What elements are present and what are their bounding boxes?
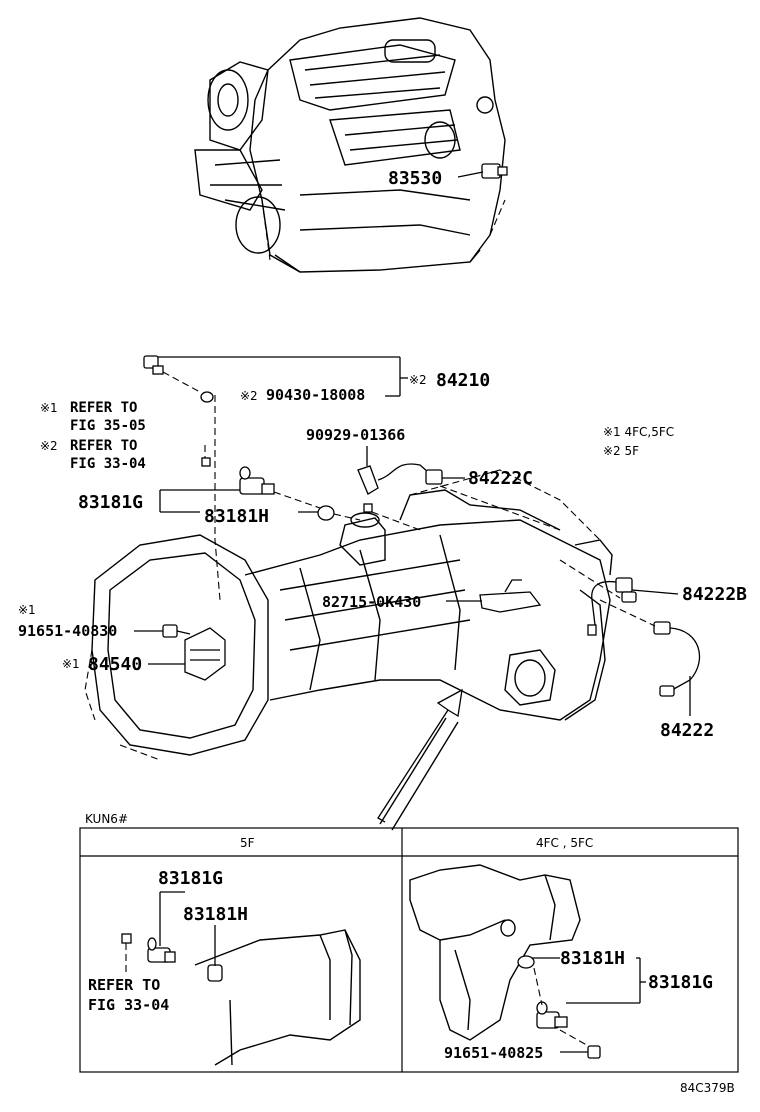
refer1-mark: ※1 — [40, 401, 58, 415]
part-label-90929: 90929-01366 — [306, 426, 405, 444]
inset-table — [79, 827, 739, 1073]
part-label-82715: 82715-0K430 — [322, 593, 421, 611]
inset-col-5F: 5F — [240, 836, 255, 850]
part-label-90430: 90430-18008 — [266, 386, 365, 404]
view-arrow — [377, 688, 463, 823]
bolt-refer2 — [201, 457, 211, 467]
part-label-84222C: 84222C — [468, 468, 533, 489]
mark-84540: ※1 — [62, 657, 80, 671]
mark-91651: ※1 — [18, 603, 36, 617]
switch-83181 — [159, 466, 361, 521]
part-label-83530: 83530 — [388, 168, 442, 189]
part-label-83181G: 83181G — [78, 492, 143, 513]
inset-title: KUN6# — [85, 812, 128, 826]
inset-right-91651-40825: 91651-40825 — [444, 1044, 543, 1062]
refer2-mark: ※2 — [40, 439, 58, 453]
inset-left-83181H: 83181H — [183, 904, 248, 925]
part-label-84210: 84210 — [436, 370, 490, 391]
inset-right-illustration — [409, 864, 646, 1059]
transmission-illustration — [84, 395, 613, 761]
sensor-84222B — [559, 559, 679, 636]
inset-left-illustration — [121, 891, 361, 1066]
legend-note1: ※1 4FC,5FC — [603, 425, 674, 439]
inset-left-refer-line1: REFER TO — [88, 976, 160, 994]
refer2-line2: FIG 33-04 — [70, 456, 146, 472]
mark-90430: ※2 — [240, 389, 258, 403]
sensor-84210 — [143, 355, 408, 403]
engine-illustration — [194, 17, 508, 273]
part-label-84222: 84222 — [660, 720, 714, 741]
refer1-line1: REFER TO — [70, 400, 137, 416]
inset-col-4FC-5FC: 4FC , 5FC — [536, 836, 593, 850]
part-label-83181H: 83181H — [204, 506, 269, 527]
inset-left-83181G: 83181G — [158, 868, 223, 889]
sensor-84222 — [599, 599, 701, 716]
figure-id: 84C379B — [680, 1081, 735, 1095]
sensor-84222C — [357, 446, 561, 531]
legend-note2: ※2 5F — [603, 444, 639, 458]
part-label-84222B: 84222B — [682, 584, 747, 605]
mark-84210: ※2 — [409, 373, 427, 387]
part-label-84540: 84540 — [88, 654, 142, 675]
refer1-line2: FIG 35-05 — [70, 418, 146, 434]
inset-left-refer-line2: FIG 33-04 — [88, 996, 169, 1014]
inset-right-83181G: 83181G — [648, 972, 713, 993]
part-label-91651-40830: 91651-40830 — [18, 622, 117, 640]
refer2-line1: REFER TO — [70, 438, 137, 454]
inset-right-83181H: 83181H — [560, 948, 625, 969]
